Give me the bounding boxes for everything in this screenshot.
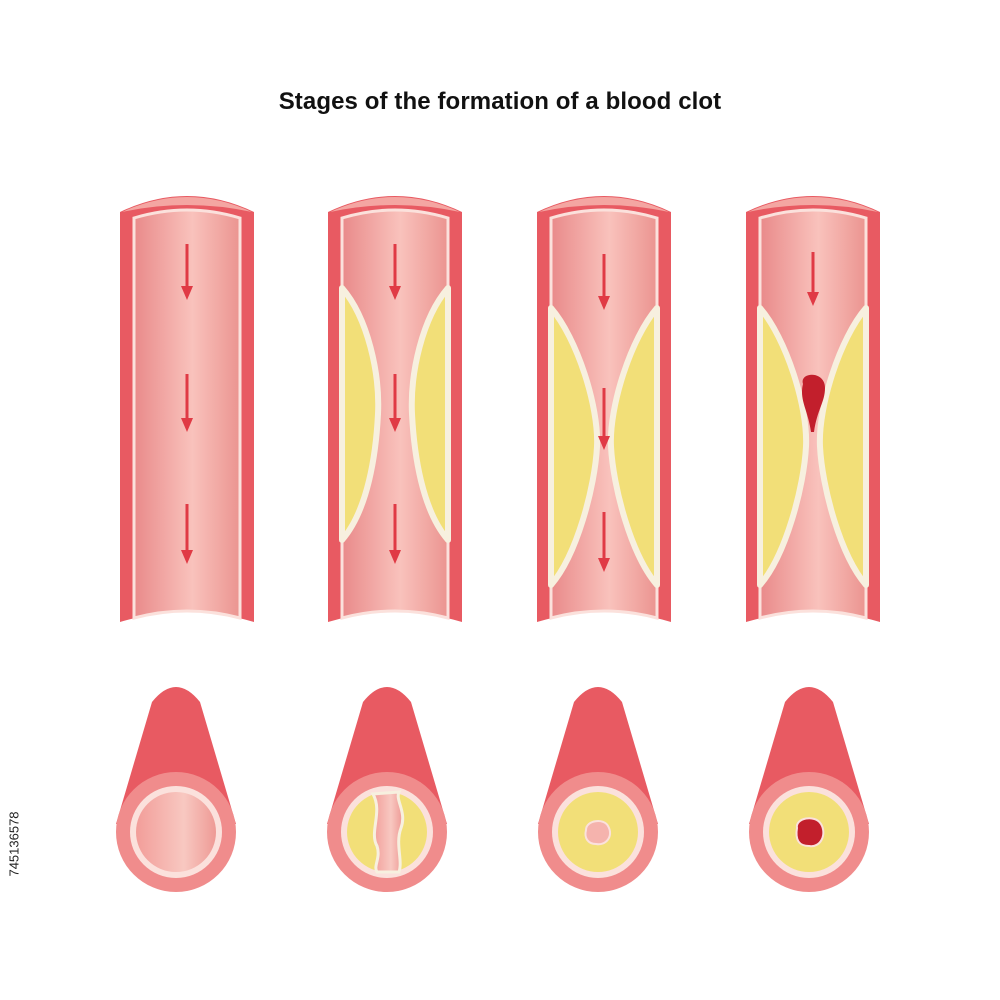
diagram-title: Stages of the formation of a blood clot	[278, 88, 722, 115]
vessel-stage-4	[744, 196, 882, 630]
cross-section-stage-2	[327, 687, 447, 892]
cross-section-stage-1	[116, 687, 236, 892]
blood-flow-arrow-icon	[389, 504, 401, 564]
vessel-stage-1	[118, 196, 256, 630]
cross-section-stage-4	[749, 687, 869, 892]
narrowed-lumen	[370, 790, 405, 874]
plaque-deposits	[548, 305, 660, 588]
blood-flow-arrow-icon	[389, 374, 401, 432]
blood-flow-arrow-icon	[389, 244, 401, 300]
plaque-right	[816, 305, 869, 588]
plaque-right	[408, 285, 451, 543]
cross-sections	[116, 687, 869, 892]
vessel-cut-edge	[118, 615, 256, 630]
blood-flow-arrow-icon	[598, 388, 610, 450]
blood-flow-arrow-icon	[181, 504, 193, 564]
vessel-cut-edge	[535, 615, 673, 630]
vessel-cut-edge	[326, 615, 464, 630]
vessel-stage-2	[326, 196, 464, 630]
blood-flow-arrow-icon	[598, 254, 610, 310]
plaque-left	[548, 305, 601, 588]
blood-flow-arrow-icon	[181, 374, 193, 432]
longitudinal-vessels	[118, 196, 882, 630]
blood-flow-arrow-icon	[807, 252, 819, 306]
plaque-left	[339, 285, 382, 543]
plaque-deposits	[757, 305, 869, 588]
cross-section-stage-3	[538, 687, 658, 892]
blood-flow-arrow-icon	[598, 512, 610, 572]
stock-id-watermark: 745136578	[4, 764, 24, 924]
vessel-opening	[330, 197, 460, 212]
blood-flow-arrow-icon	[181, 244, 193, 300]
vessel-cut-edge	[744, 615, 882, 630]
vessel-opening	[539, 197, 669, 212]
vessel-opening	[748, 197, 878, 212]
blood-clot	[801, 374, 825, 432]
stock-id-text: 745136578	[6, 811, 22, 877]
blood-clot	[795, 817, 825, 848]
narrowed-lumen	[584, 820, 612, 846]
vessel-stage-3	[535, 196, 673, 630]
vessel-opening	[122, 197, 252, 212]
vessel-lumen-open	[136, 792, 216, 872]
plaque-right	[607, 305, 660, 588]
plaque-deposits	[339, 285, 451, 543]
plaque-left	[757, 305, 810, 588]
